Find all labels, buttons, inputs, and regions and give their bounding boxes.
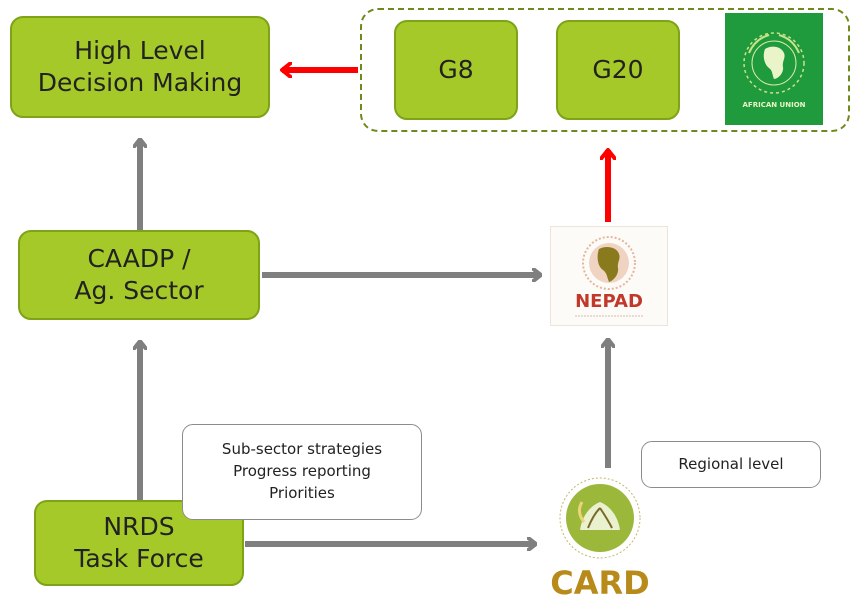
nrds-line1: NRDS bbox=[103, 511, 175, 541]
sub-sector-line3: Priorities bbox=[269, 483, 335, 502]
card-text: CARD bbox=[550, 564, 649, 600]
high-level-decision-box: High Level Decision Making bbox=[10, 16, 270, 118]
caadp-line1: CAADP / bbox=[87, 243, 191, 273]
sub-sector-line2: Progress reporting bbox=[233, 462, 371, 481]
nrds-line2: Task Force bbox=[74, 544, 204, 573]
card-logo: CARD bbox=[536, 472, 664, 602]
caadp-line2: Ag. Sector bbox=[74, 276, 204, 305]
g8-box: G8 bbox=[394, 20, 518, 120]
nepad-africa-logo-icon: NEPAD bbox=[575, 236, 643, 317]
nrds-box: NRDS Task Force bbox=[34, 500, 244, 586]
g8-label: G8 bbox=[438, 54, 474, 84]
g20-label: G20 bbox=[592, 54, 644, 84]
nepad-logo: NEPAD bbox=[550, 226, 668, 326]
african-union-logo: AFRICAN UNION bbox=[725, 13, 823, 125]
international-group-container bbox=[360, 8, 850, 132]
nepad-text: NEPAD bbox=[575, 291, 643, 312]
g20-box: G20 bbox=[556, 20, 680, 120]
sub-sector-note: Sub-sector strategies Progress reporting… bbox=[182, 424, 422, 520]
african-union-emblem-icon: AFRICAN UNION bbox=[743, 32, 806, 109]
regional-level-note: Regional level bbox=[641, 441, 821, 488]
card-rice-hands-logo-icon: CARD bbox=[550, 477, 650, 602]
african-union-text: AFRICAN UNION bbox=[743, 101, 806, 109]
caadp-box: CAADP / Ag. Sector bbox=[18, 230, 260, 320]
high-level-line1: High Level bbox=[74, 35, 206, 65]
regional-level-label: Regional level bbox=[678, 454, 784, 473]
sub-sector-line1: Sub-sector strategies bbox=[221, 440, 383, 459]
high-level-line2: Decision Making bbox=[37, 68, 243, 97]
